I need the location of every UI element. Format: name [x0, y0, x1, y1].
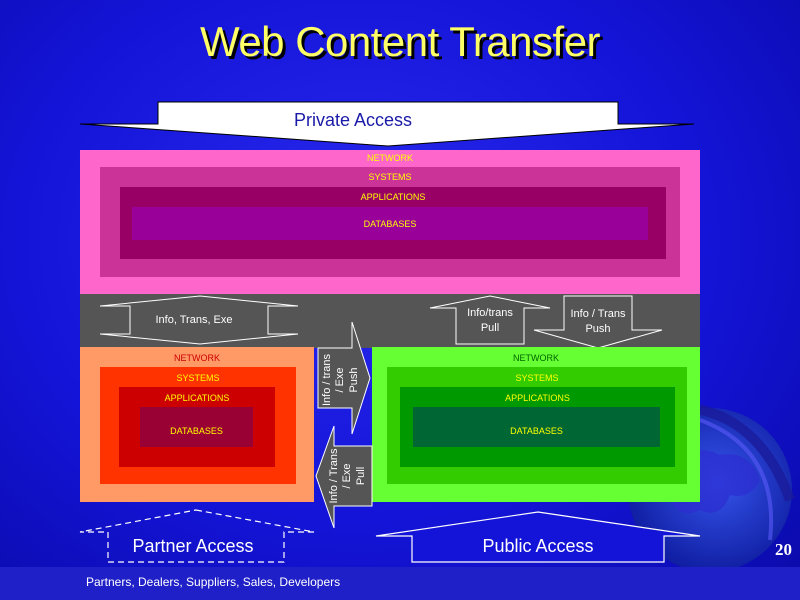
private-applications-label: APPLICATIONS	[360, 192, 426, 202]
public-access-label: Public Access	[482, 536, 594, 556]
private-network-label: NETWORK	[367, 153, 413, 163]
partner-systems-label: SYSTEMS	[176, 373, 220, 383]
public-databases-label: DATABASES	[510, 426, 563, 436]
vertical-pull-text-1: Info / Trans	[328, 448, 340, 504]
public-systems-label: SYSTEMS	[515, 373, 559, 383]
info-trans-exe-label: Info, Trans, Exe	[155, 314, 233, 326]
public-network-label: NETWORK	[513, 353, 559, 363]
private-databases-box: DATABASES	[132, 207, 648, 240]
private-access-arrow	[79, 101, 695, 147]
info-trans-pull-label-2: Pull	[480, 322, 500, 334]
info-trans-push-arrow	[533, 295, 663, 349]
vertical-push-text-2: / Exe	[334, 367, 346, 393]
info-trans-exe-arrow	[100, 295, 299, 345]
partner-databases-box: DATABASES	[140, 407, 253, 447]
public-databases-box: DATABASES	[413, 407, 660, 447]
footer-bar	[0, 567, 800, 600]
info-trans-pull-arrow	[429, 295, 551, 345]
slide-title: Web Content Transfer	[199, 18, 601, 65]
info-trans-push-label-2: Push	[585, 323, 611, 335]
vertical-pull-arrow	[315, 425, 373, 529]
partner-access-arrow	[79, 509, 315, 563]
vertical-pull-text-2: / Exe	[341, 463, 353, 489]
slide-number: 20	[775, 540, 792, 559]
info-trans-pull-label-1: Info/trans	[467, 307, 513, 319]
vertical-push-text-3: Push	[348, 367, 360, 393]
vertical-push-arrow	[317, 321, 371, 435]
info-trans-push-label-1: Info / Trans	[570, 308, 626, 320]
vertical-push-label: Info / trans / Exe Push	[316, 347, 372, 415]
footer-text: Partners, Dealers, Suppliers, Sales, Dev…	[86, 575, 341, 589]
partner-network-label: NETWORK	[174, 353, 220, 363]
public-applications-label: APPLICATIONS	[505, 393, 570, 403]
private-access-label: Private Access	[293, 110, 413, 130]
vertical-pull-label: Info / Trans / Exe Pull	[316, 444, 372, 508]
partner-databases-label: DATABASES	[170, 426, 223, 436]
partner-access-label: Partner Access	[132, 536, 254, 556]
private-systems-label: SYSTEMS	[368, 172, 412, 182]
public-access-arrow	[375, 511, 701, 563]
partner-applications-label: APPLICATIONS	[164, 393, 230, 403]
private-databases-label: DATABASES	[363, 219, 417, 229]
vertical-pull-text-3: Pull	[355, 466, 367, 486]
vertical-push-text-1: Info / trans	[321, 354, 333, 406]
